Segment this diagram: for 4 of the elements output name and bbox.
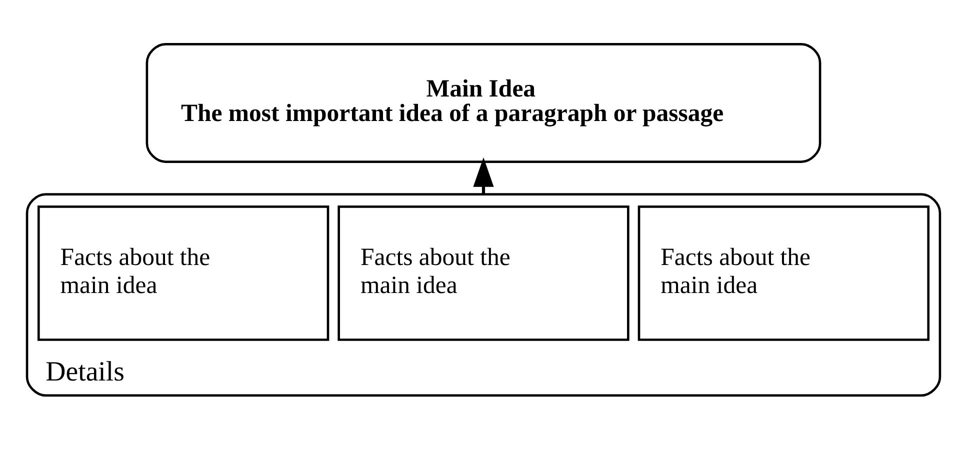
node-box: Facts about the main idea (37, 205, 330, 340)
node-box: Facts about the main idea (638, 205, 930, 340)
node-box: Facts about the main idea (338, 205, 630, 340)
node-box: Main Idea The most important idea of a paragraph or passage (146, 42, 822, 162)
